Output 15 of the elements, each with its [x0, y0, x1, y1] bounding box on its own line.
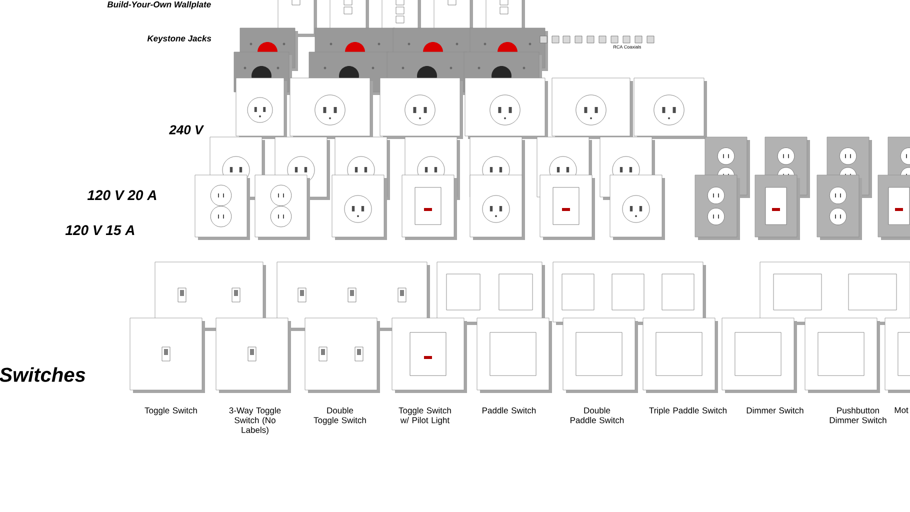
caption: Mot — [894, 407, 908, 414]
caption: Paddle Switch — [482, 407, 536, 414]
caption: Pushbutton Dimmer Switch — [830, 407, 886, 424]
caption: Toggle Switch — [144, 407, 197, 416]
caption: Toggle Switch w/ Pilot Light — [398, 407, 451, 425]
caption: Dimmer Switch — [746, 407, 804, 414]
caption: 3-Way Toggle Switch (No Labels) — [229, 407, 281, 435]
caption: Triple Paddle Switch — [649, 407, 726, 416]
caption: Double Paddle Switch — [570, 407, 624, 424]
section-label: Keystone Jacks — [147, 35, 212, 44]
section-label: 240 V — [169, 125, 204, 134]
section-label: 120 V 20 A — [87, 190, 156, 200]
section-label: Build-Your-Own Wallplate — [107, 1, 211, 10]
caption: Double Toggle Switch — [314, 407, 366, 425]
section-label: 120 V 15 A — [65, 225, 134, 236]
